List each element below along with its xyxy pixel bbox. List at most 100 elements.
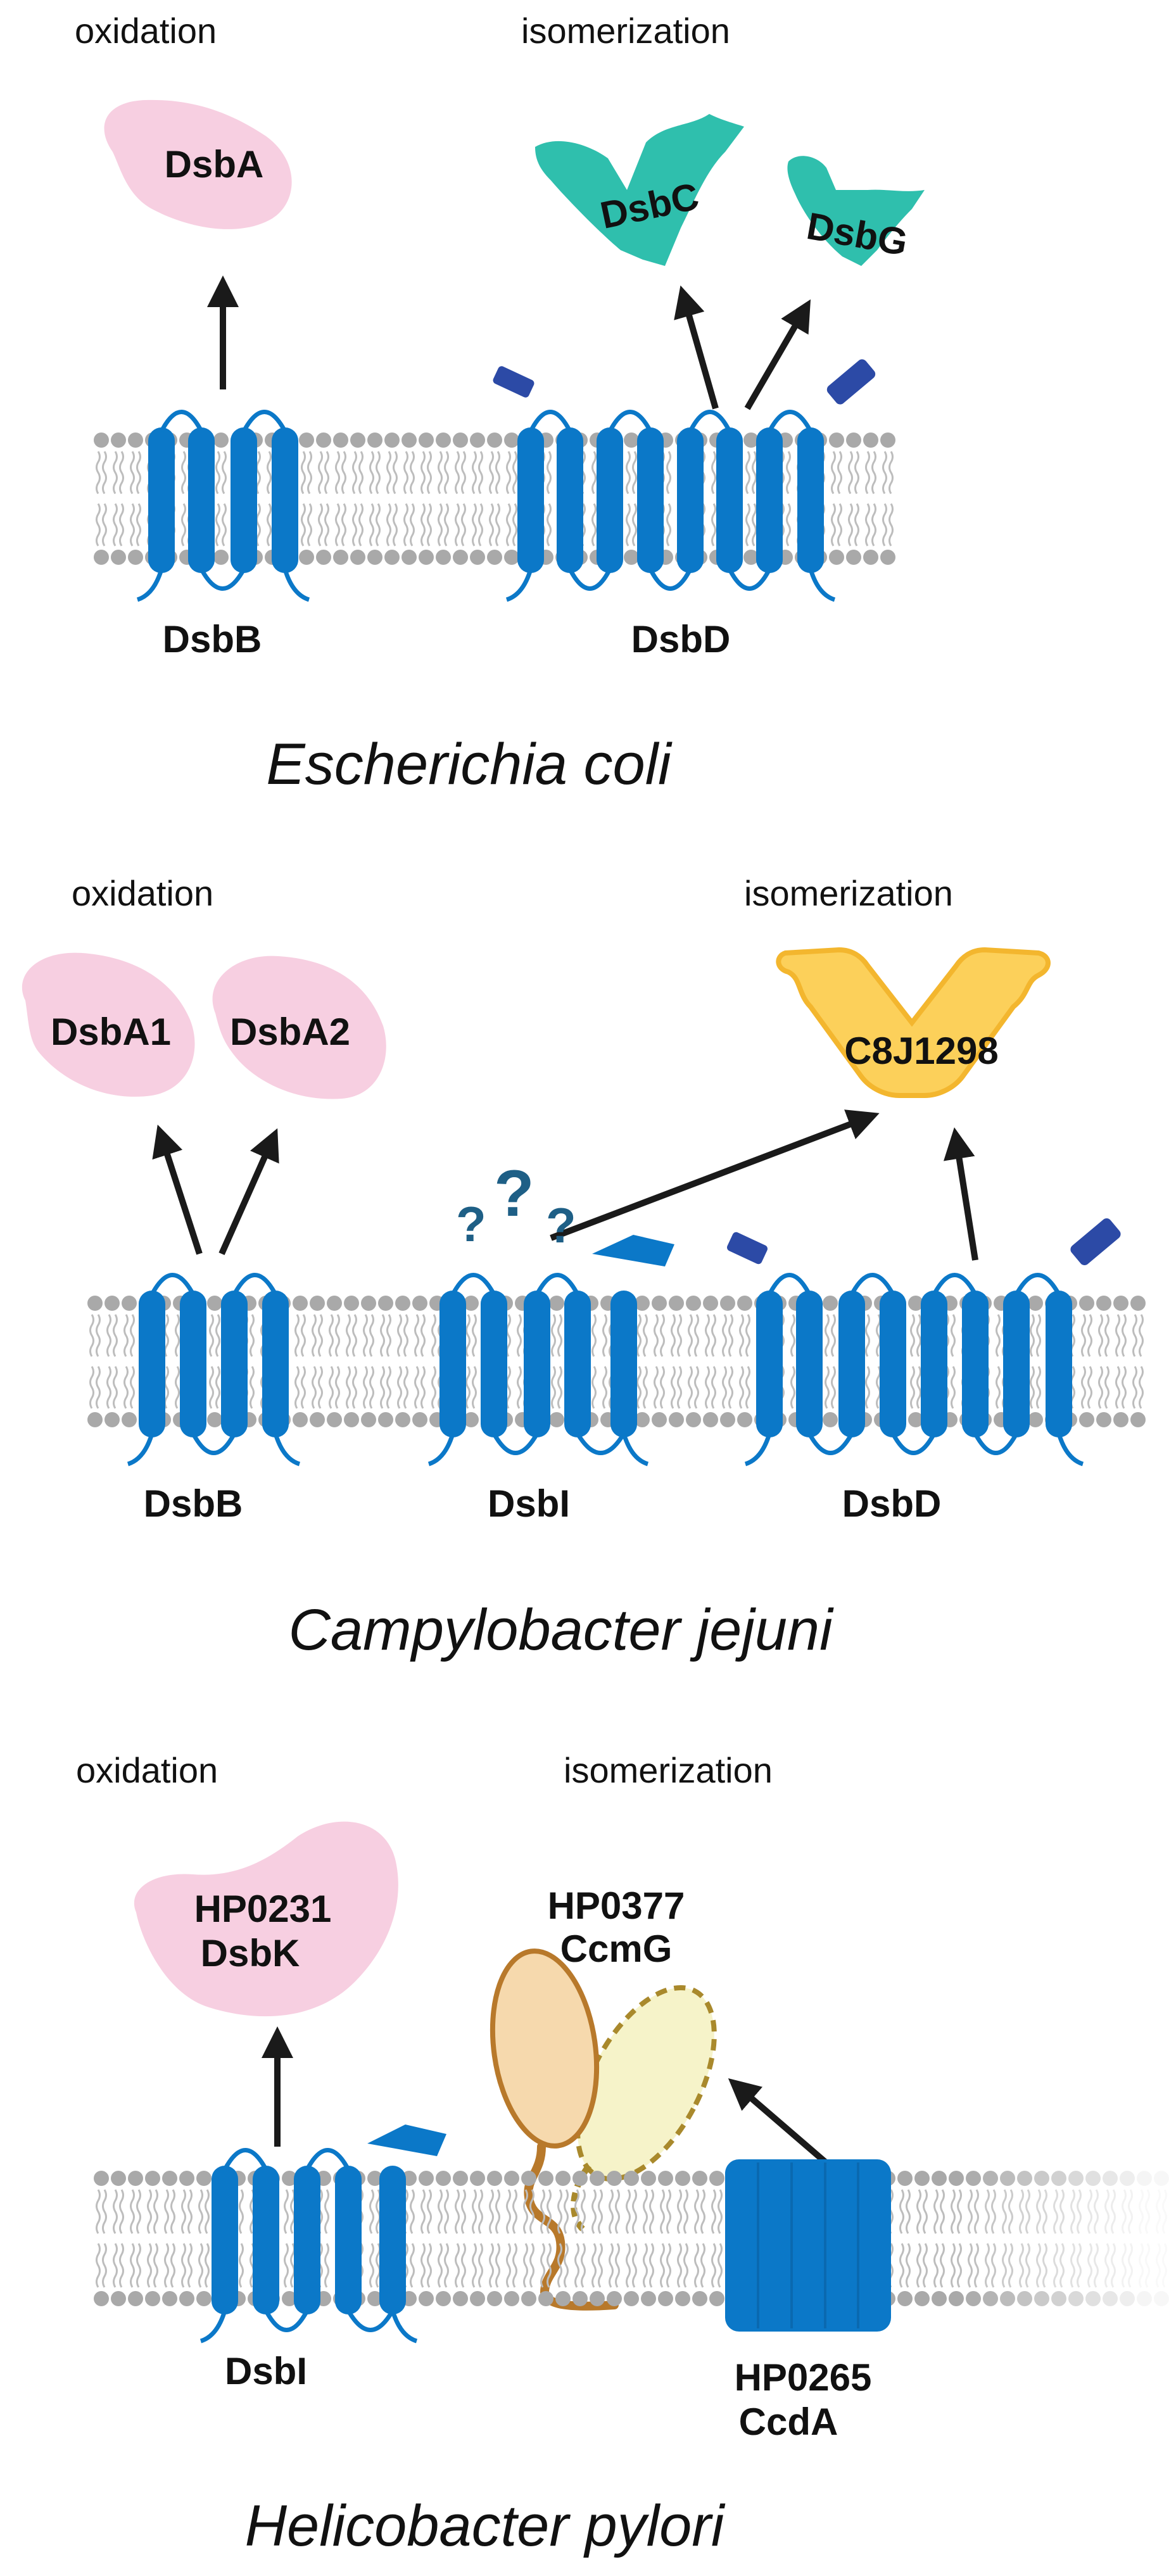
ecoli-dsbd-transmembrane [505,410,836,602]
hp0377-label-line2: CcmG [560,1928,673,1970]
cjejuni-dsbd-to-c8j-arrow [943,1127,978,1261]
tm-terminus [199,2309,227,2344]
tm-loop [263,2309,310,2332]
cjejuni-isomerization-label: isomerization [744,873,953,913]
lipid [1113,1296,1129,1427]
tm-terminus [282,568,310,602]
tm-loop [849,1273,895,1296]
tm-loop [534,1273,580,1296]
tm-helix [439,1291,466,1437]
cjejuni-dsbb-to-dsba2-arrow [218,1128,279,1256]
lipid [897,2171,913,2306]
lipid [367,432,383,565]
lipid [823,1296,838,1427]
tm-loop [491,1432,540,1455]
lipid [555,2171,571,2306]
hp0231-protein: HP0231 DsbK [134,1821,398,2017]
lipid [703,1296,718,1427]
tm-terminus [744,1432,772,1467]
ecoli-dsbb-label: DsbB [163,618,262,660]
tm-loop [222,2148,269,2171]
tm-helix [962,1291,989,1437]
tm-helix [716,427,743,573]
lipid [720,1296,735,1427]
hp0265-label-line1: HP0265 [735,2356,872,2399]
tm-loop [932,1273,978,1296]
tm-helix [797,427,824,573]
lipid [1068,2171,1084,2306]
tm-loop [528,410,572,432]
lipid [675,2171,690,2306]
hpylori-isomerization-label: isomerization [564,1750,773,1790]
lipid [361,1296,376,1427]
lipid [94,432,109,565]
lipid [464,1296,479,1427]
tm-helix [335,2166,362,2314]
tm-helix [756,427,783,573]
tm-helix [610,1291,637,1437]
tm-loop [890,1432,937,1455]
tm-helix [637,427,664,573]
lipid [607,2171,622,2306]
hpylori-dsbi-transmembrane [199,2148,418,2344]
lipid [590,2171,605,2306]
cjejuni-dsbb-to-dsba1-arrow [152,1124,203,1255]
tm-helix [188,427,215,573]
hpylori-dsbi-tag [367,2125,446,2156]
lipid [344,1296,359,1427]
tm-loop [648,568,693,591]
lipid [310,1296,325,1427]
cjejuni-oxidation-label: oxidation [72,873,213,913]
lipid [395,1296,410,1427]
lipid [983,2171,998,2306]
lipid [737,1296,752,1427]
lipid [196,2171,212,2306]
tm-loop [575,1432,626,1455]
hp0377-label-line1: HP0377 [548,1885,685,1927]
lipid [350,432,365,565]
lipid [1000,2171,1015,2306]
lipid [213,432,229,565]
dsba1-label: DsbA1 [51,1011,171,1053]
ecoli-dsbd-label: DsbD [631,618,731,660]
lipid [549,1296,564,1427]
question-mark-3: ? [546,1197,576,1253]
hp0231-label-line2: DsbK [201,1932,300,1974]
lipid [538,2171,553,2306]
dsbg-protein: DsbG [787,156,925,266]
tm-loop [450,1273,496,1296]
cjejuni-dsbi-to-c8j-arrow [550,1109,880,1241]
tm-helix [180,1291,206,1437]
panel-ecoli: oxidation isomerization DsbA DsbC DsbG [75,11,925,797]
lipid [1034,2171,1049,2306]
lipid [145,2171,160,2306]
dsba-protein: DsbA [104,99,292,229]
lipid [207,1296,222,1427]
tm-terminus [273,1432,301,1467]
lipid [1130,1296,1146,1427]
lipid [327,1296,342,1427]
lipid [949,2171,964,2306]
hpylori-organism-label: Helicobacter pylori [245,2494,726,2558]
lipid [299,432,314,565]
lipid [436,2171,451,2306]
dsbc-protein: DsbC [535,114,744,266]
tm-helix [524,1291,550,1437]
lipid [692,2171,707,2306]
tm-helix [139,1291,165,1437]
tm-helix [796,1291,823,1437]
question-mark-2: ? [494,1157,534,1230]
tm-helix [272,427,298,573]
cjejuni-dsbd-tag-right [1070,1218,1121,1265]
tm-loop [807,1432,854,1455]
ecoli-dsbd-tag-right [826,359,876,405]
dsba2-protein: DsbA2 [212,956,386,1099]
lipid [669,1296,684,1427]
lipid [572,2171,588,2306]
hpylori-dsbi-label: DsbI [225,2350,307,2392]
tm-loop [159,410,204,432]
lipid [1085,2171,1101,2306]
panel-cjejuni: oxidation isomerization DsbA1 DsbA2 C8J1… [22,873,1146,1662]
tm-loop [973,1432,1019,1455]
tm-terminus [1056,1432,1084,1467]
